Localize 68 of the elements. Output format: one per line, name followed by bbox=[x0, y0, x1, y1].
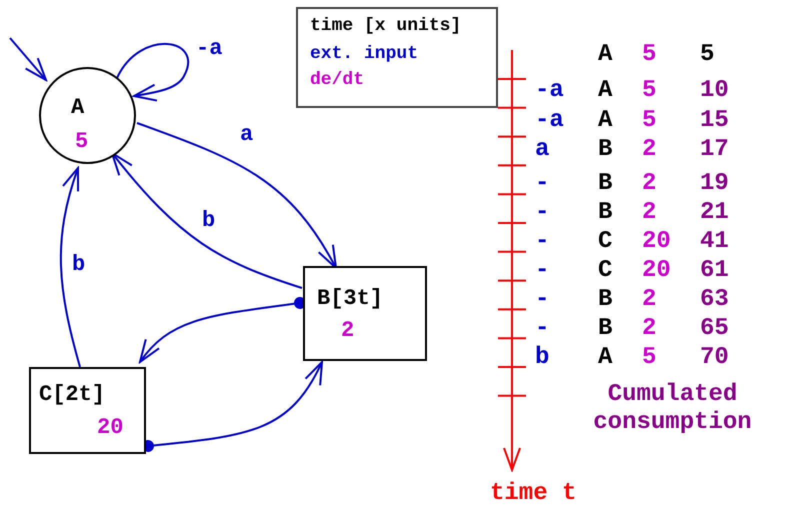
state-name: A bbox=[598, 43, 612, 67]
state-name: B bbox=[598, 172, 612, 196]
state-name: A bbox=[71, 97, 84, 119]
edge-label: -a bbox=[196, 38, 222, 60]
state-name: A bbox=[598, 346, 612, 370]
rate-value: 20 bbox=[642, 259, 671, 283]
rate-value: 2 bbox=[642, 288, 656, 312]
state-name: B bbox=[598, 138, 612, 162]
state-value: 2 bbox=[341, 320, 354, 342]
input-symbol: - bbox=[535, 201, 550, 225]
state-name: C[2t] bbox=[39, 384, 106, 406]
state-name: C bbox=[598, 230, 612, 254]
state-name: B[3t] bbox=[317, 288, 384, 310]
edge-label: b bbox=[72, 254, 86, 276]
input-symbol: - bbox=[535, 288, 550, 312]
cumulated-value: 65 bbox=[700, 317, 729, 341]
state-box bbox=[303, 266, 427, 361]
input-symbol: -a bbox=[535, 109, 564, 133]
cumulated-value: 15 bbox=[700, 109, 729, 133]
edge-label: a bbox=[240, 124, 254, 146]
arrow bbox=[111, 152, 302, 289]
state-box bbox=[29, 367, 146, 454]
arrow bbox=[139, 297, 306, 363]
state-name: B bbox=[598, 317, 612, 341]
rate-value: 5 bbox=[642, 43, 656, 67]
edge-label: b bbox=[202, 210, 216, 232]
input-symbol: b bbox=[535, 346, 550, 370]
state-name: A bbox=[598, 109, 612, 133]
cumulated-value: 63 bbox=[700, 288, 729, 312]
legend-text: ext. input bbox=[310, 45, 418, 63]
arrow bbox=[116, 43, 189, 102]
rate-value: 2 bbox=[642, 201, 656, 225]
cumulated-value: 21 bbox=[700, 201, 729, 225]
rate-value: 20 bbox=[642, 230, 671, 254]
input-symbol: - bbox=[535, 172, 550, 196]
legend-text: de/dt bbox=[310, 71, 364, 89]
cumulated-value: 61 bbox=[700, 259, 729, 283]
cumulated-value: 5 bbox=[700, 43, 714, 67]
input-symbol: - bbox=[535, 317, 550, 341]
input-symbol: - bbox=[535, 230, 550, 254]
legend-text: time [x units] bbox=[310, 17, 462, 35]
cumulated-value: 41 bbox=[700, 230, 729, 254]
cumulated-value: 10 bbox=[700, 79, 729, 103]
rate-value: 5 bbox=[642, 109, 656, 133]
state-value: 20 bbox=[97, 417, 124, 439]
input-symbol: -a bbox=[535, 79, 564, 103]
cumulated-value: 19 bbox=[700, 172, 729, 196]
cumulated-value: 70 bbox=[700, 346, 729, 370]
arrow bbox=[60, 167, 81, 368]
state-circle bbox=[39, 67, 136, 164]
state-name: B bbox=[598, 201, 612, 225]
caption-text: Cumulated consumption bbox=[592, 381, 753, 437]
rate-value: 2 bbox=[642, 138, 656, 162]
input-symbol: a bbox=[535, 138, 550, 162]
input-symbol: - bbox=[535, 259, 550, 283]
rate-value: 2 bbox=[642, 317, 656, 341]
rate-value: 5 bbox=[642, 346, 656, 370]
rate-value: 2 bbox=[642, 172, 656, 196]
arrow bbox=[9, 37, 47, 81]
rate-value: 5 bbox=[642, 79, 656, 103]
cumulated-value: 17 bbox=[700, 138, 729, 162]
state-name: B bbox=[598, 288, 612, 312]
arrow bbox=[136, 122, 337, 269]
state-value: 5 bbox=[75, 131, 88, 153]
state-name: C bbox=[598, 259, 612, 283]
state-name: A bbox=[598, 79, 612, 103]
axis-title: time t bbox=[490, 482, 576, 506]
legend-box bbox=[296, 7, 498, 108]
